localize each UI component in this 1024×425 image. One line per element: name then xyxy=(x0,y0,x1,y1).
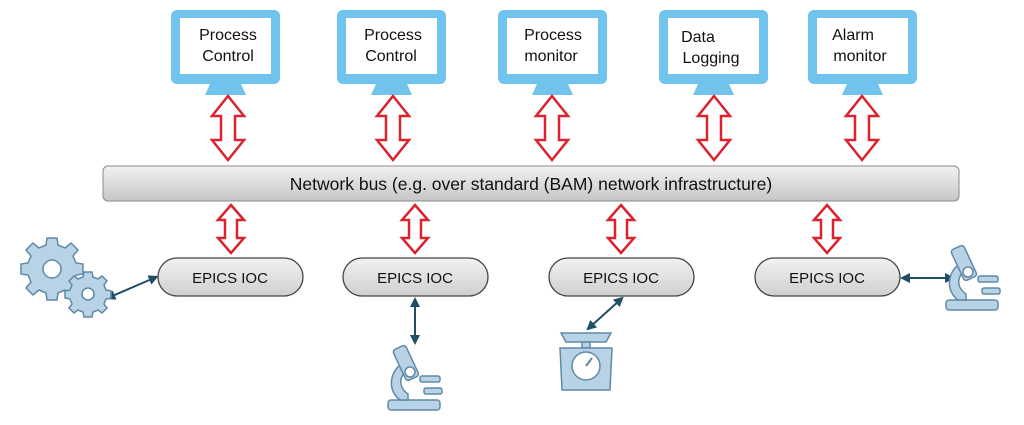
monitor-icon xyxy=(498,10,607,95)
network-bus: Network bus (e.g. over standard (BAM) ne… xyxy=(102,165,960,202)
workstation-process-control-1: Process Control xyxy=(171,10,280,95)
ioc-4: EPICS IOC xyxy=(754,257,901,297)
ioc-label: EPICS IOC xyxy=(192,270,268,287)
workstation-label-line1: Process xyxy=(364,27,422,44)
workstation-label-line2: monitor xyxy=(524,48,578,65)
gears-icon xyxy=(20,237,112,318)
ioc-label: EPICS IOC xyxy=(377,270,453,287)
workstation-label-line1: Data xyxy=(681,29,715,46)
ioc-label: EPICS IOC xyxy=(583,270,659,287)
workstation-label-line2: monitor xyxy=(833,48,887,65)
double-arrow-icon xyxy=(374,93,412,163)
double-arrow-icon xyxy=(811,203,843,255)
workstation-label-line1: Process xyxy=(524,27,582,44)
double-arrow-icon xyxy=(215,203,247,255)
workstations: Process Control Process Control Process … xyxy=(171,10,917,95)
network-bus-label: Network bus (e.g. over standard (BAM) ne… xyxy=(290,174,772,194)
connector-gears xyxy=(105,275,159,300)
monitor-icon xyxy=(808,10,917,95)
workstation-label-line2: Control xyxy=(365,48,417,65)
ioc-label: EPICS IOC xyxy=(789,270,865,287)
microscope-icon xyxy=(945,244,1001,311)
monitor-icon xyxy=(659,10,768,95)
ioc-1: EPICS IOC xyxy=(157,257,304,297)
workstation-label-line1: Alarm xyxy=(832,27,874,44)
lower-arrows xyxy=(215,203,843,255)
double-arrow-icon xyxy=(399,203,431,255)
workstation-label-line1: Process xyxy=(199,27,257,44)
workstation-label-line2: Logging xyxy=(683,50,740,67)
double-arrow-icon xyxy=(695,93,733,163)
double-arrow-icon xyxy=(533,93,571,163)
microscope-icon xyxy=(387,344,443,411)
ioc-2: EPICS IOC xyxy=(342,257,489,297)
connector-scale xyxy=(586,296,624,331)
monitor-icon xyxy=(337,10,446,95)
workstation-data-logging: Data Logging xyxy=(659,10,768,95)
ioc-3: EPICS IOC xyxy=(548,257,695,297)
iocs: EPICS IOC EPICS IOC EPICS IOC EPICS IOC xyxy=(157,257,901,297)
monitor-icon xyxy=(171,10,280,95)
upper-arrows xyxy=(209,93,881,163)
scale-icon xyxy=(559,332,613,391)
double-arrow-icon xyxy=(843,93,881,163)
double-arrow-icon xyxy=(209,93,247,163)
double-arrow-icon xyxy=(605,203,637,255)
workstation-process-control-2: Process Control xyxy=(337,10,446,95)
device-connectors xyxy=(105,273,955,345)
workstation-process-monitor: Process monitor xyxy=(498,10,607,95)
workstation-label-line2: Control xyxy=(202,48,254,65)
workstation-alarm-monitor: Alarm monitor xyxy=(808,10,917,95)
